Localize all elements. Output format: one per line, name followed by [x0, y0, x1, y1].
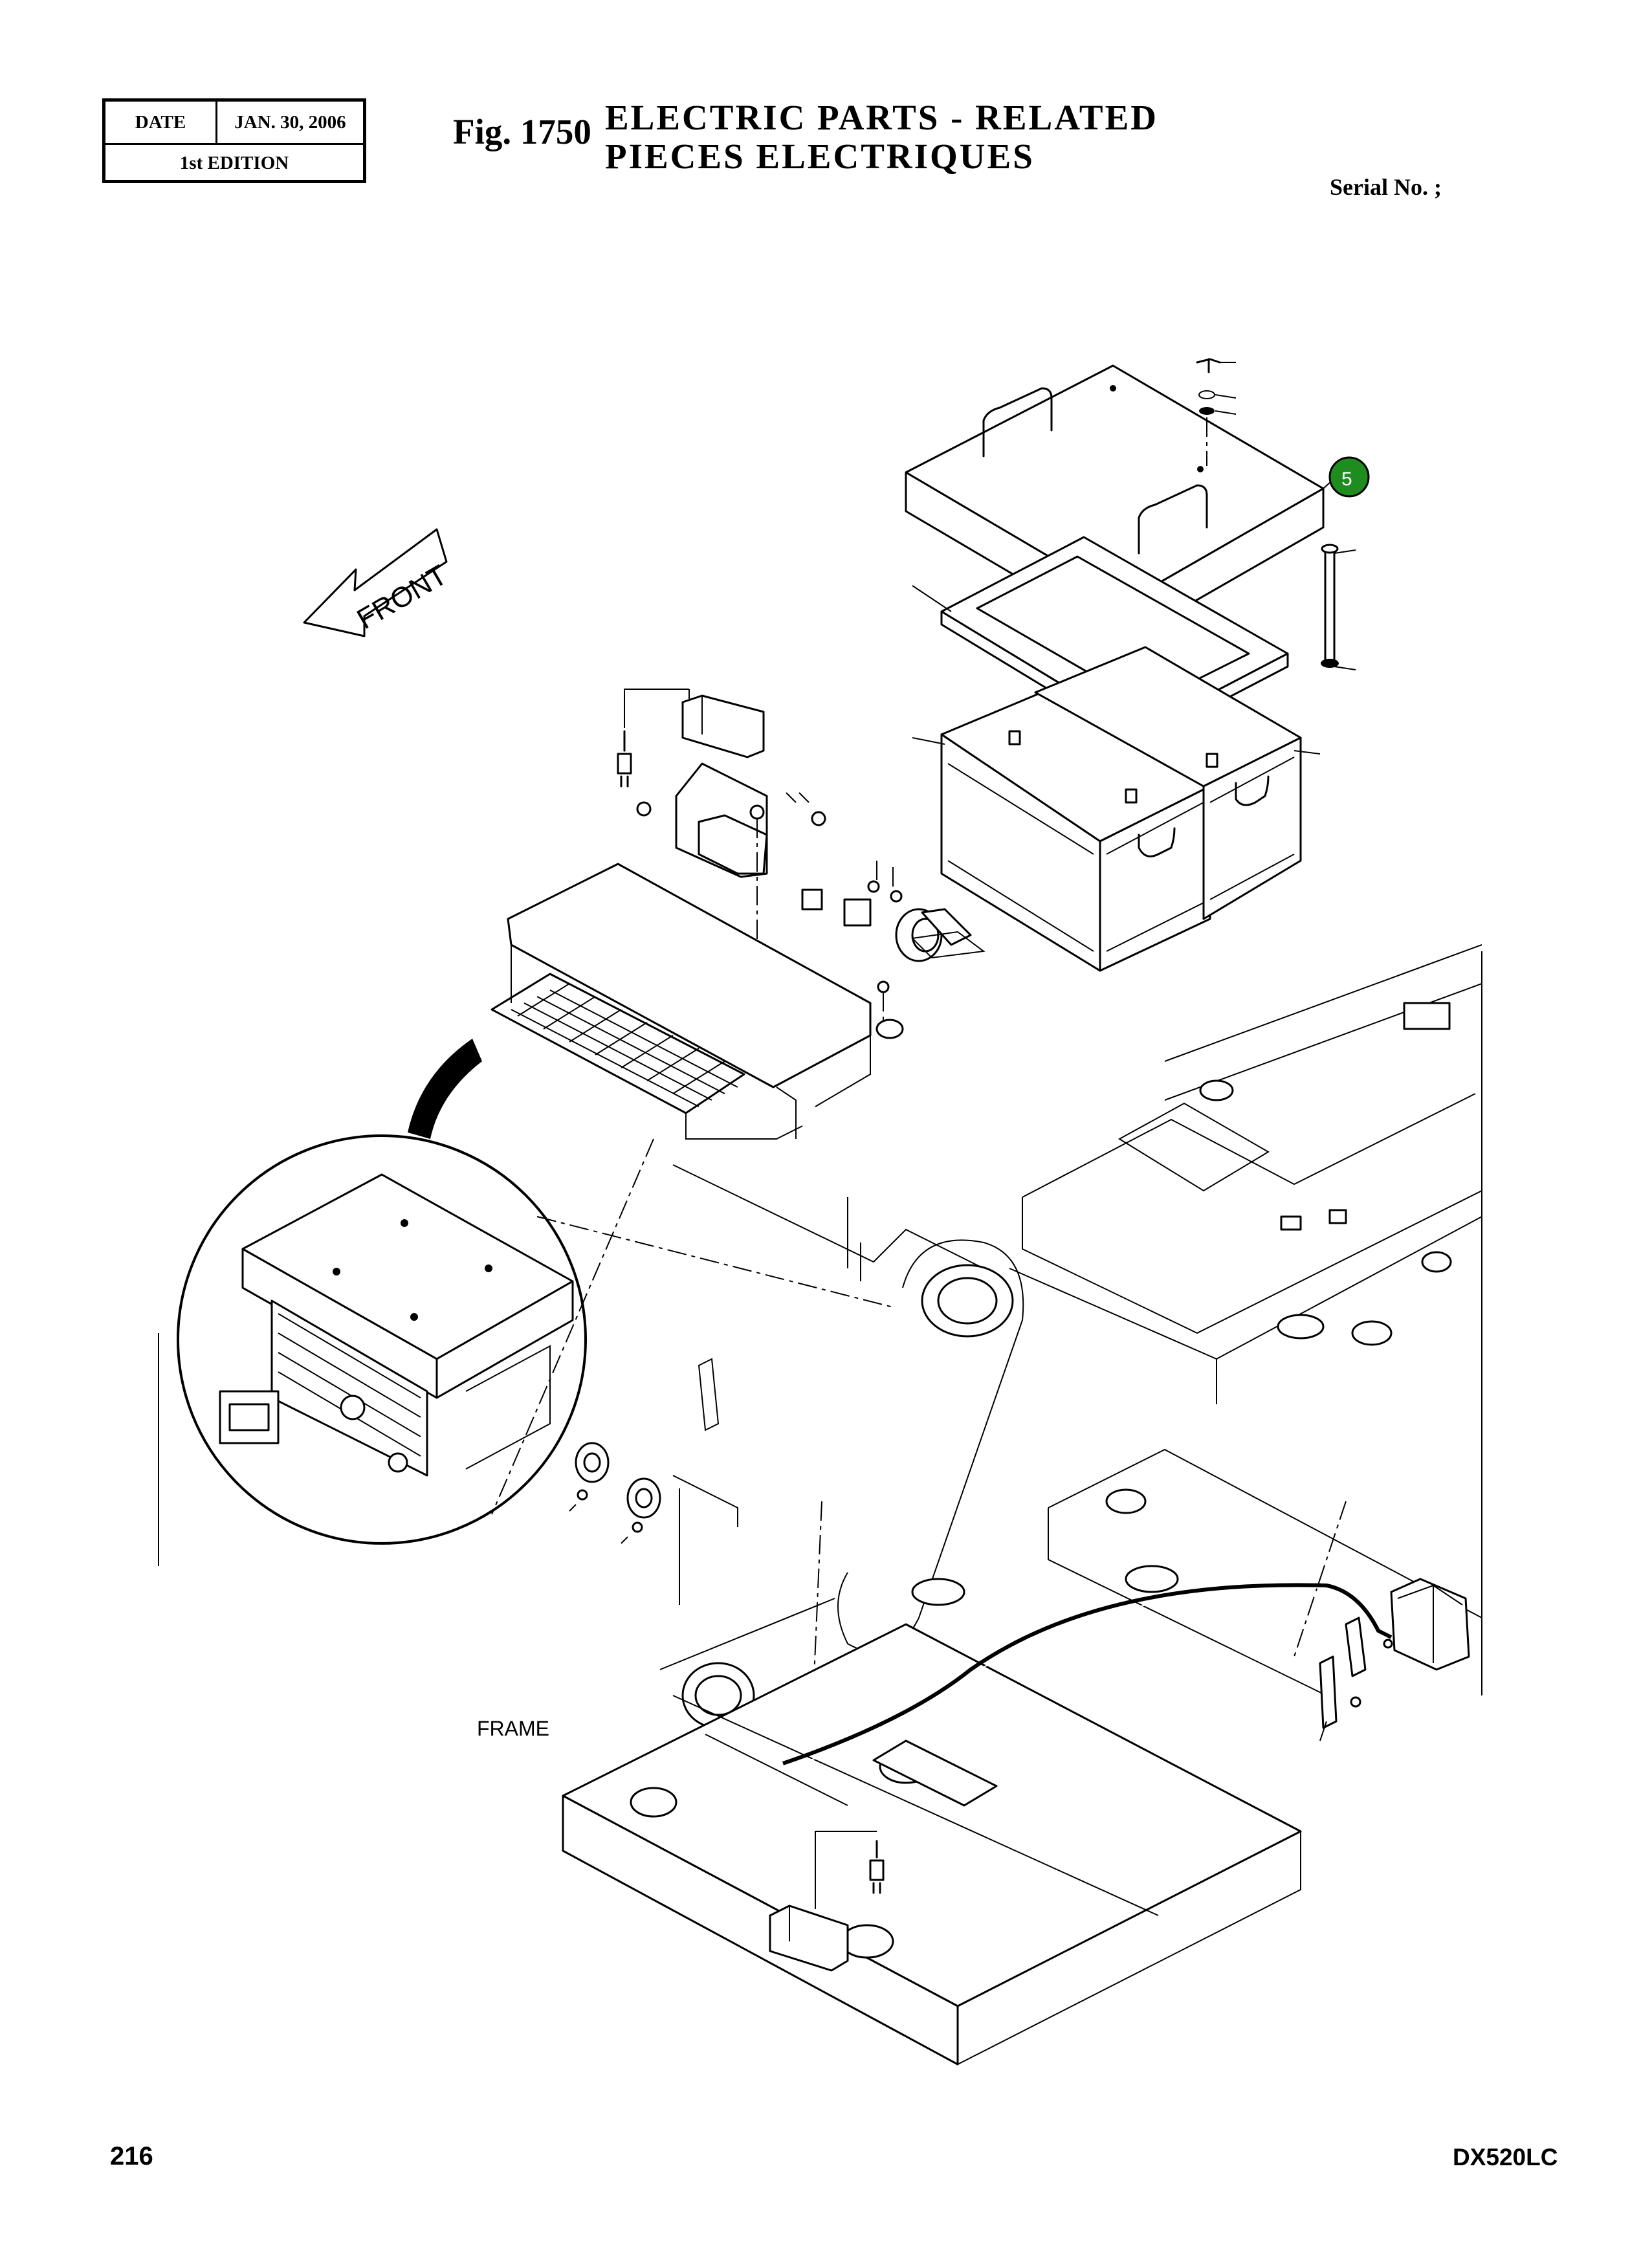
- detail-pointer-arrow: [408, 1039, 482, 1139]
- wiring-harness: [782, 1583, 1393, 1765]
- washer-tank: [1319, 1578, 1470, 1741]
- serial-number-label: Serial No. ;: [1330, 174, 1442, 200]
- lamp-bracket: [636, 762, 826, 1003]
- step-grating-pattern: [511, 983, 738, 1107]
- date-box: DATE JAN. 30, 2006 1st EDITION: [102, 98, 366, 183]
- title-french: PIECES ELECTRIQUES: [605, 137, 1035, 176]
- title-english: ELECTRIC PARTS - RELATED: [605, 98, 1158, 137]
- detail-inset: [177, 1134, 587, 1545]
- lower-frame: [562, 1448, 1482, 2066]
- figure-number: Fig. 1750: [453, 112, 591, 151]
- work-lamp-upper: [617, 689, 765, 788]
- battery-left: [912, 691, 1211, 972]
- frame-label: FRAME: [477, 1717, 549, 1740]
- date-row: DATE JAN. 30, 2006: [105, 102, 363, 145]
- date-value: JAN. 30, 2006: [234, 111, 346, 133]
- horn-pair: [569, 1442, 738, 1605]
- callout-number: 5: [1341, 469, 1352, 490]
- relay-parts: [801, 861, 986, 1039]
- edition-label: 1st EDITION: [179, 152, 289, 173]
- step-platform: [490, 863, 872, 1140]
- page-number: 216: [110, 2142, 153, 2170]
- upper-frame: [1009, 944, 1482, 1404]
- date-label: DATE: [105, 102, 217, 143]
- callout-marker: [1328, 456, 1370, 498]
- work-lamp-lower: [769, 1831, 885, 1972]
- model-code: DX520LC: [1453, 2144, 1558, 2170]
- boom-foot: [659, 1164, 1024, 1748]
- battery-right: [1034, 646, 1321, 920]
- hold-down-hardware: [1196, 358, 1356, 670]
- front-arrow: FRONT: [303, 528, 452, 637]
